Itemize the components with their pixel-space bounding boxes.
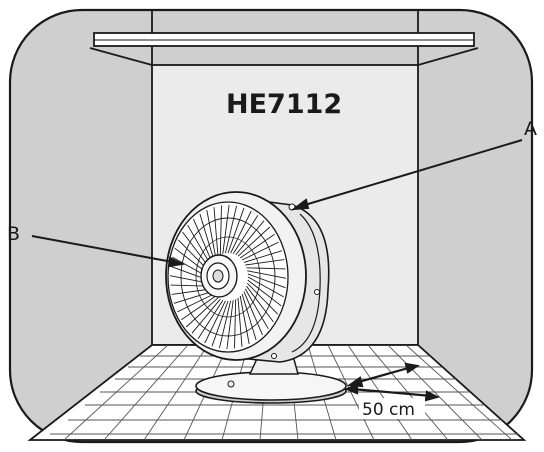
dimension-label-group: 50 cm bbox=[359, 398, 425, 420]
grille-spoke bbox=[191, 298, 221, 334]
grille-spoke bbox=[222, 204, 230, 254]
grille-spoke bbox=[211, 300, 229, 347]
grille-spoke bbox=[199, 213, 215, 261]
dimension-label: 50 cm bbox=[362, 400, 415, 420]
grille-spoke bbox=[227, 207, 245, 254]
grille-spoke bbox=[224, 205, 238, 254]
fan-grille bbox=[165, 191, 307, 361]
grille-spoke bbox=[218, 300, 232, 349]
callout-label-b: B bbox=[7, 223, 20, 245]
grille-spoke bbox=[193, 218, 213, 263]
grille-spoke bbox=[244, 288, 269, 330]
grille-spoke bbox=[247, 270, 287, 279]
grille-spoke bbox=[206, 209, 217, 259]
grille-spoke bbox=[247, 276, 284, 298]
grille-spoke bbox=[230, 210, 252, 254]
grille-spoke bbox=[197, 299, 224, 339]
grille-spoke bbox=[177, 293, 215, 313]
grille-spoke bbox=[173, 291, 213, 304]
grille-spoke bbox=[232, 215, 259, 255]
shelf-board bbox=[93, 32, 475, 47]
grille-spoke bbox=[204, 300, 226, 344]
grille-spoke bbox=[237, 297, 243, 347]
grille-spoke bbox=[243, 250, 283, 263]
grille-spoke bbox=[181, 295, 217, 321]
fan bbox=[165, 191, 347, 404]
grille-spoke bbox=[246, 267, 286, 270]
clearance-arrows bbox=[344, 362, 441, 402]
grille-spoke bbox=[245, 259, 285, 266]
callout-leaders bbox=[31, 139, 523, 268]
grille-spoke bbox=[239, 295, 250, 345]
grille-spoke bbox=[247, 279, 282, 307]
grille-spoke bbox=[234, 299, 237, 349]
grille-spoke bbox=[246, 285, 274, 323]
grille-spoke bbox=[171, 288, 211, 295]
grille-spoke bbox=[239, 233, 275, 259]
grille-spoke bbox=[213, 207, 219, 257]
grille-spoke bbox=[247, 273, 286, 289]
grille-spoke bbox=[243, 291, 263, 336]
callout-label-a: A bbox=[524, 118, 537, 140]
grille-spoke bbox=[187, 224, 212, 266]
grille-spoke bbox=[219, 205, 222, 255]
grille-spoke bbox=[237, 226, 271, 257]
grille-spoke bbox=[226, 300, 234, 350]
grille-spoke bbox=[235, 220, 265, 256]
grille-spoke bbox=[246, 282, 279, 315]
grille-spoke bbox=[185, 297, 219, 328]
grille-spoke bbox=[241, 293, 257, 341]
grille-spoke bbox=[241, 241, 279, 261]
model-label: HE7112 bbox=[226, 89, 342, 120]
